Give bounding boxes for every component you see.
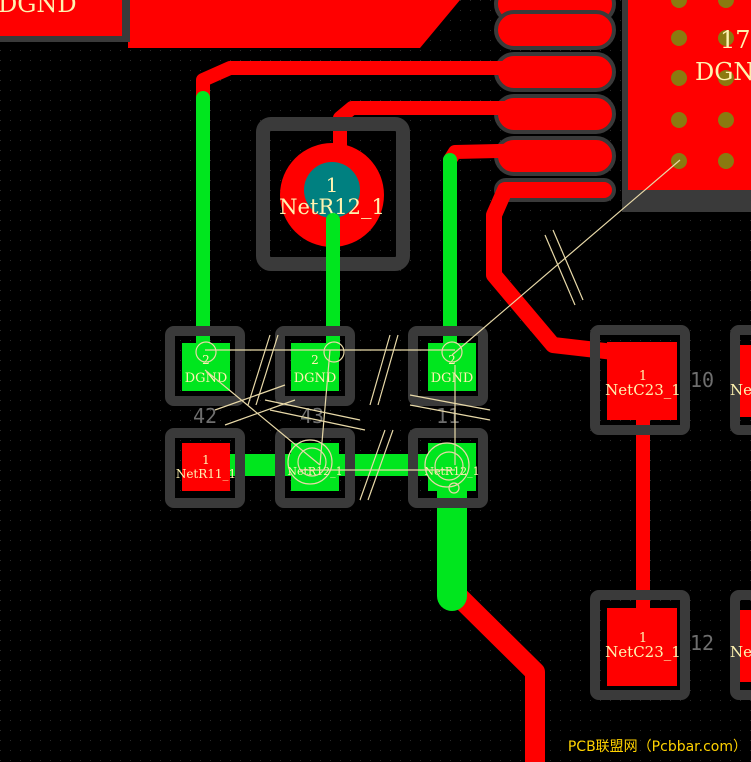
svg-text:1: 1 bbox=[639, 631, 647, 646]
watermark-text: PCB联盟网（Pcbbar.com） bbox=[567, 739, 747, 755]
svg-text:DGND: DGND bbox=[185, 371, 228, 386]
pad-42-2[interactable]: 2 DGND bbox=[182, 343, 230, 391]
pour-net-label: DGND bbox=[0, 0, 77, 18]
svg-text:NetR11_1: NetR11_1 bbox=[176, 467, 236, 481]
pad-11-2[interactable]: 2 DGND bbox=[428, 343, 476, 391]
pad-c23-1-top[interactable]: 1 NetC23_1 bbox=[605, 342, 681, 420]
svg-text:DGND: DGND bbox=[431, 371, 474, 386]
ic-pin-fingers[interactable] bbox=[494, 0, 616, 202]
reference-designators: 42 43 11 10 12 bbox=[193, 368, 714, 655]
pour-pin-number: 17 bbox=[720, 26, 751, 54]
pad-43-2[interactable]: 2 DGND bbox=[291, 343, 339, 391]
svg-text:NetC23_1: NetC23_1 bbox=[605, 381, 681, 399]
ref-12: 12 bbox=[690, 631, 714, 655]
svg-text:2: 2 bbox=[202, 353, 210, 367]
via-pin-number: 1 bbox=[326, 173, 339, 197]
svg-text:NetC23_1: NetC23_1 bbox=[605, 643, 681, 661]
svg-text:Ne: Ne bbox=[730, 643, 751, 661]
svg-text:1: 1 bbox=[639, 369, 647, 384]
pad-42-1[interactable]: 1 NetR11_1 bbox=[176, 443, 236, 491]
ratsnest-lines bbox=[195, 159, 681, 501]
footprint-outlines bbox=[165, 325, 751, 700]
ref-42: 42 bbox=[193, 404, 217, 428]
pad-edge-top[interactable]: Ne bbox=[730, 345, 751, 417]
svg-text:NetR12_1: NetR12_1 bbox=[424, 465, 479, 478]
svg-text:1: 1 bbox=[202, 453, 210, 467]
pad-edge-bottom[interactable]: Ne bbox=[730, 610, 751, 682]
red-traces bbox=[196, 61, 650, 762]
top-right-copper-pour[interactable]: 17 DGND bbox=[622, 0, 751, 212]
pad-c23-1-bottom[interactable]: 1 NetC23_1 bbox=[605, 608, 681, 686]
pour-net-label: DGND bbox=[695, 58, 751, 86]
ref-10: 10 bbox=[690, 368, 714, 392]
svg-text:2: 2 bbox=[311, 353, 319, 367]
svg-text:Ne: Ne bbox=[730, 381, 751, 399]
ref-11: 11 bbox=[436, 404, 460, 428]
svg-text:2: 2 bbox=[448, 353, 456, 367]
top-left-copper-pour[interactable]: DGND bbox=[0, 0, 460, 48]
svg-text:DGND: DGND bbox=[294, 371, 337, 386]
svg-text:NetR12_1: NetR12_1 bbox=[287, 465, 342, 478]
